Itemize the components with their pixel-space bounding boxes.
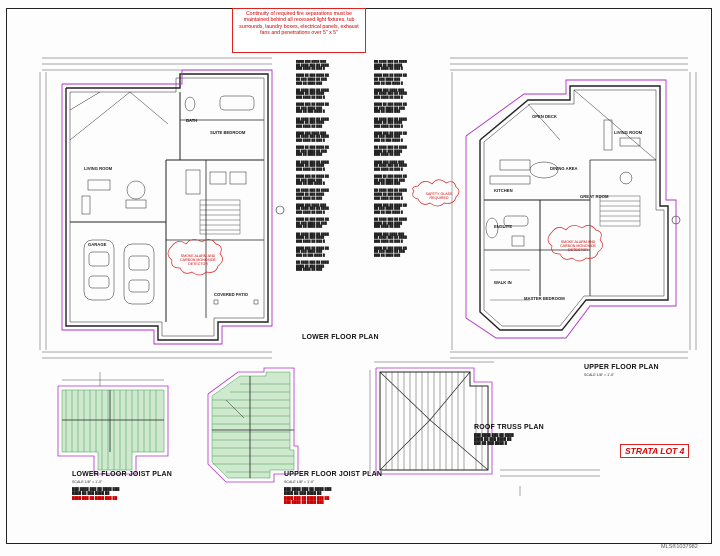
note-line: maintained behind all recessed light fix… (243, 17, 355, 24)
lower-joist-plan-title: LOWER FLOOR JOIST PLAN (72, 471, 173, 478)
room-label-ensuite: ENSUITE (494, 224, 513, 229)
safety-glass-label: SAFETY GLASS REQUIRED (425, 192, 453, 201)
lower-joist-plan-drawing (57, 372, 169, 475)
upper-floor-plan-drawing (450, 57, 697, 359)
roof-truss-plan-drawing (369, 361, 494, 475)
title-block-lines (500, 469, 600, 496)
upper-floor-plan-title: UPPER FLOOR PLAN (584, 364, 659, 371)
joist-note: ███ ████ ███ ██ ████ ███████ ██ ███ ████… (72, 487, 120, 495)
note-line: surrounds, laundry boxes, electrical pan… (239, 23, 359, 30)
upper-joist-plan-drawing (207, 367, 299, 483)
smoke-alarm-cloud-lower (167, 239, 223, 276)
upper-floor-plan-scale: SCALE 1/8" = 1'-0" (584, 373, 615, 377)
room-label-living-lower: LIVING ROOM (84, 166, 113, 171)
lower-floor-plan-drawing (39, 57, 285, 359)
mls-watermark: MLS®1037982 (661, 544, 698, 550)
room-label-living-upper: LIVING ROOM (614, 130, 643, 135)
strata-lot-label: STRATA LOT 4 (620, 444, 690, 458)
room-label-open-deck: OPEN DECK (532, 114, 557, 119)
construction-notes-left: ████ ███ ████ █████ ████ ███ ██ ███████ … (296, 60, 329, 272)
room-label-dining: DINING AREA (550, 166, 578, 171)
room-label-great-room: GREAT ROOM (580, 194, 609, 199)
room-label-suite-bedroom: SUITE BEDROOM (210, 130, 246, 135)
safety-glass-cloud (412, 179, 460, 207)
roof-truss-plan-title: ROOF TRUSS PLAN (474, 424, 544, 431)
construction-notes-right: ██ ████ ███ ██ ████████ ██ ███ ███████ █… (374, 60, 407, 258)
room-label-garage: GARAGE (88, 242, 107, 247)
room-label-kitchen: KITCHEN (494, 188, 513, 193)
joist-note: ███ ████ ███ ██ ████ ███████ ██ ███ ████… (284, 487, 332, 495)
upper-joist-plan-scale: SCALE 1/8" = 1'-0" (284, 480, 315, 484)
room-label-master-bedroom: MASTER BEDROOM (524, 296, 565, 301)
upper-joist-plan-title: UPPER FLOOR JOIST PLAN (284, 471, 383, 478)
lower-joist-plan-scale: SCALE 1/8" = 1'-0" (72, 480, 103, 484)
lower-floor-plan-title: LOWER FLOOR PLAN (302, 334, 379, 341)
room-label-covered-patio: COVERED PATIO (214, 292, 249, 297)
room-label-walk-in: WALK IN (494, 280, 512, 285)
note-line: Continuity of required fire separations … (245, 11, 353, 17)
room-label-bath: BATH (186, 118, 198, 123)
joist-note-red: ████ ███ ██ ████ ███ ██ (72, 496, 118, 500)
fire-separation-note: Continuity of required fire separations … (232, 8, 366, 53)
joist-note-red: ████ ███ ██ ████ ███ █████ ████ ██ ████ … (284, 496, 330, 504)
smoke-alarm-cloud-upper (547, 225, 603, 262)
smoke-alarm-label-lower: SMOKE ALARM AND CARBON MONOXIDE DETECTOR (180, 254, 216, 267)
roof-truss-note: ███ ████ ███ ██ ████████ ██ ███ ████ ███… (474, 433, 514, 445)
smoke-alarm-label-upper: SMOKE ALARM AND CARBON MONOXIDE DETECTOR (560, 240, 596, 253)
note-line: fans and penetrations over 5" x 5" (260, 30, 338, 37)
